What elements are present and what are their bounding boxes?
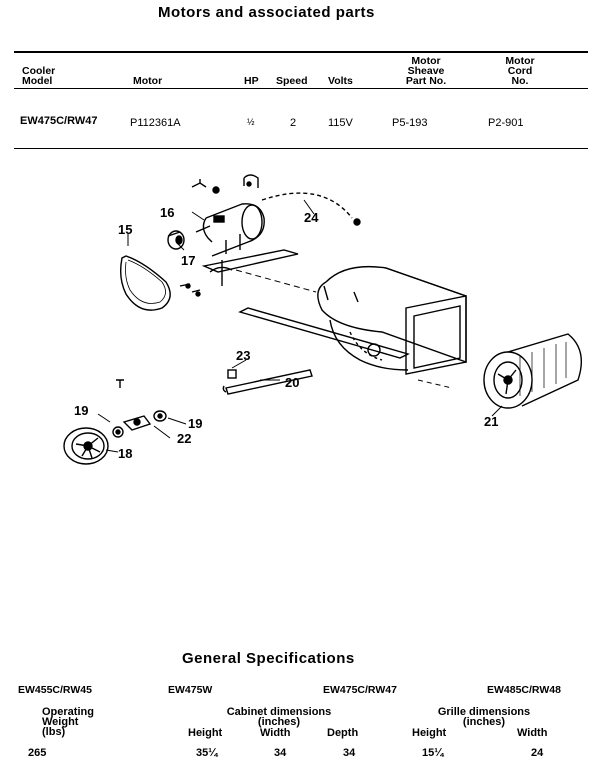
callout-20: 20 [285,375,300,390]
spec-sub-grille-width: Width [517,727,548,739]
motor-clips [191,174,259,194]
exploded-parts-diagram [63,174,582,465]
callout-15: 15 [118,222,133,237]
col-volts: Volts [328,75,353,87]
spec-model-2: EW475W [168,684,213,696]
col-cord: Motor Cord No. [505,55,535,87]
cord-plug [353,218,361,226]
callout-19-left: 19 [74,403,89,418]
callout-18: 18 [118,446,133,461]
spec-col-weight: Operating Weight (lbs) [42,706,94,738]
bearing-hardware [112,410,167,438]
spec-grille-width-value: 24 [531,747,544,759]
table-bottom-rule [14,148,588,149]
spec-sub-cabinet-width: Width [260,727,291,739]
col-hp: HP [244,75,259,87]
set-screw [116,379,124,388]
callout-23: 23 [236,348,251,363]
callout-16: 16 [160,205,175,220]
spec-sub-cabinet-height: Height [188,727,223,739]
col-motor: Motor [133,75,163,87]
motors-title: Motors and associated parts [158,4,375,21]
spec-grille-height-value: 15¼ [422,747,444,759]
motor-body [195,203,265,257]
col-sheave: Motor Sheave Part No. [405,55,447,87]
callout-22: 22 [177,431,192,446]
callout-21: 21 [484,414,499,429]
col-speed: Speed [276,75,308,87]
callout-19-right: 19 [188,416,203,431]
spec-cabinet-depth-value: 34 [343,747,356,759]
blower-pulley [63,427,109,465]
callout-17: 17 [181,253,196,268]
spec-sub-grille-height: Height [412,727,447,739]
belt [119,255,171,311]
row-cooler-model: EW475C/RW47 [20,115,98,127]
motor-mount-rail [179,249,317,297]
spec-cabinet-width-value: 34 [274,747,287,759]
table-top-rule [14,51,588,53]
row-hp: ½ [247,117,255,127]
frame-rail [238,307,410,359]
spec-model-4: EW485C/RW48 [487,684,561,696]
table-header-rule [14,88,588,89]
col-cooler-model: Cooler Model [22,65,56,87]
wheel-guide-line [417,379,453,389]
specs-title: General Specifications [182,650,355,667]
row-sheave: P5-193 [392,117,428,129]
blower-shaft [222,369,313,395]
blower-wheel [483,333,582,409]
row-cord: P2-901 [488,117,524,129]
row-speed: 2 [290,117,297,129]
blower-housing [317,265,467,375]
spec-cabinet-height-value: 35¼ [196,747,218,759]
spec-col-grille: Grille dimensions (inches) [437,706,531,728]
spec-model-1: EW455C/RW45 [18,684,92,696]
spec-col-cabinet: Cabinet dimensions (inches) [226,706,332,728]
spec-model-3: EW475C/RW47 [323,684,397,696]
callout-24: 24 [304,210,319,225]
row-motor: P112361A [130,117,181,129]
callout-leaders [97,199,503,453]
spec-sub-cabinet-depth: Depth [327,727,359,739]
row-volts: 115V [328,117,353,129]
motor-sheave [167,230,185,250]
spec-weight-value: 265 [28,747,47,759]
